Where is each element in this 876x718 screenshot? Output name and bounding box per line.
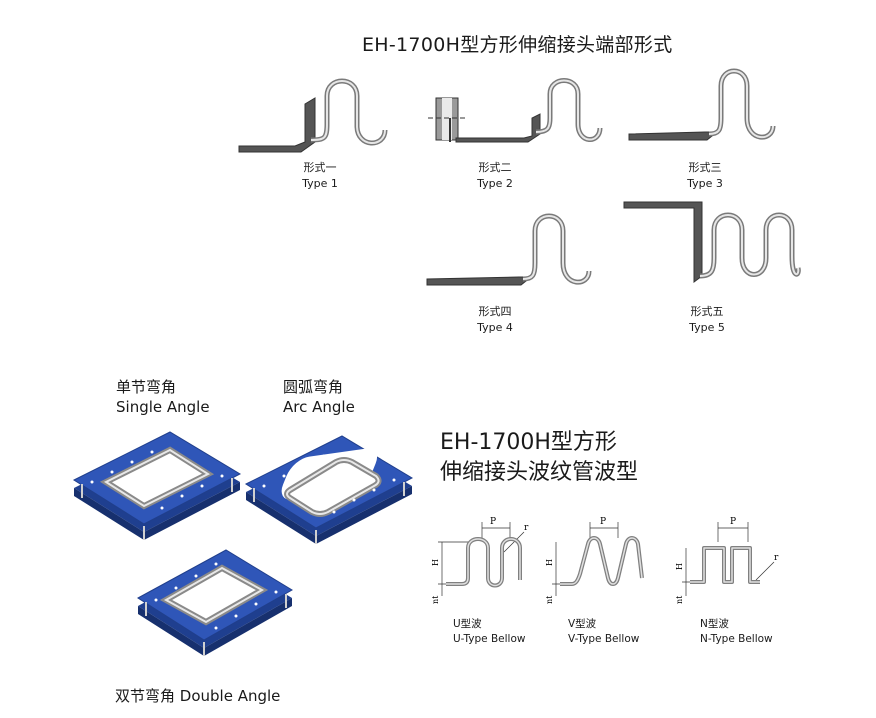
n-type-caption: N型波 N-Type Bellow [700, 617, 773, 647]
v-p-label: P [600, 517, 606, 527]
end-forms-title: EH-1700H型方形伸缩接头端部形式 [362, 34, 673, 56]
n-type-bellow-drawing: P r H nt [675, 517, 779, 604]
u-type-cn: U型波 [453, 618, 482, 630]
type-4-drawing [426, 213, 592, 286]
type-4-en: Type 4 [477, 321, 513, 334]
bellows-title-line2: 伸缩接头波纹管波型 [440, 460, 639, 485]
double-angle-frame [137, 549, 293, 656]
n-type-en: N-Type Bellow [700, 633, 773, 645]
type-1-en: Type 1 [302, 177, 338, 190]
type-5-caption: 形式五 Type 5 [677, 304, 737, 336]
type-2-en: Type 2 [477, 177, 513, 190]
single-angle-label: 单节弯角 Single Angle [116, 377, 210, 417]
type-2-caption: 形式二 Type 2 [465, 160, 525, 192]
type-3-en: Type 3 [687, 177, 723, 190]
v-nt-label: nt [545, 595, 554, 604]
arc-angle-en: Arc Angle [283, 398, 355, 416]
single-angle-cn: 单节弯角 [116, 378, 177, 396]
n-r-label: r [774, 553, 779, 563]
arc-angle-label: 圆弧弯角 Arc Angle [283, 377, 355, 417]
u-nt-label: nt [431, 595, 440, 604]
n-p-label: P [730, 517, 736, 527]
type-2-cn: 形式二 [478, 161, 512, 174]
single-angle-en: Single Angle [116, 398, 210, 416]
arc-angle-cn: 圆弧弯角 [283, 378, 344, 396]
single-angle-frame [72, 431, 242, 540]
v-type-caption: V型波 V-Type Bellow [568, 617, 639, 647]
n-type-cn: N型波 [700, 618, 729, 630]
type-5-drawing [623, 201, 801, 283]
u-type-bellow-drawing: P r H nt [431, 517, 529, 604]
arc-angle-frame [244, 435, 414, 544]
type-4-caption: 形式四 Type 4 [465, 304, 525, 336]
bellows-title-line1: EH-1700H型方形 [440, 430, 617, 455]
v-h-label: H [545, 559, 554, 566]
v-type-cn: V型波 [568, 618, 597, 630]
v-type-en: V-Type Bellow [568, 633, 640, 645]
type-3-caption: 形式三 Type 3 [675, 160, 735, 192]
n-h-label: H [675, 563, 684, 570]
bellows-title: EH-1700H型方形 伸缩接头波纹管波型 [440, 428, 638, 488]
u-h-label: H [431, 559, 440, 566]
type-1-drawing [238, 78, 388, 153]
v-type-bellow-drawing: P H nt [545, 517, 644, 604]
u-type-caption: U型波 U-Type Bellow [453, 617, 525, 647]
type-1-cn: 形式一 [303, 161, 337, 174]
u-type-en: U-Type Bellow [453, 633, 526, 645]
type-5-en: Type 5 [689, 321, 725, 334]
type-1-caption: 形式一 Type 1 [290, 160, 350, 192]
type-2-drawing [428, 78, 603, 143]
type-4-cn: 形式四 [478, 305, 512, 318]
u-r-label: r [524, 523, 529, 533]
n-nt-label: nt [675, 595, 684, 604]
type-3-cn: 形式三 [688, 161, 722, 174]
u-p-label: P [490, 517, 496, 527]
type-3-drawing [628, 68, 776, 141]
double-angle-label: 双节弯角 Double Angle [115, 687, 281, 705]
type-5-cn: 形式五 [690, 305, 724, 318]
